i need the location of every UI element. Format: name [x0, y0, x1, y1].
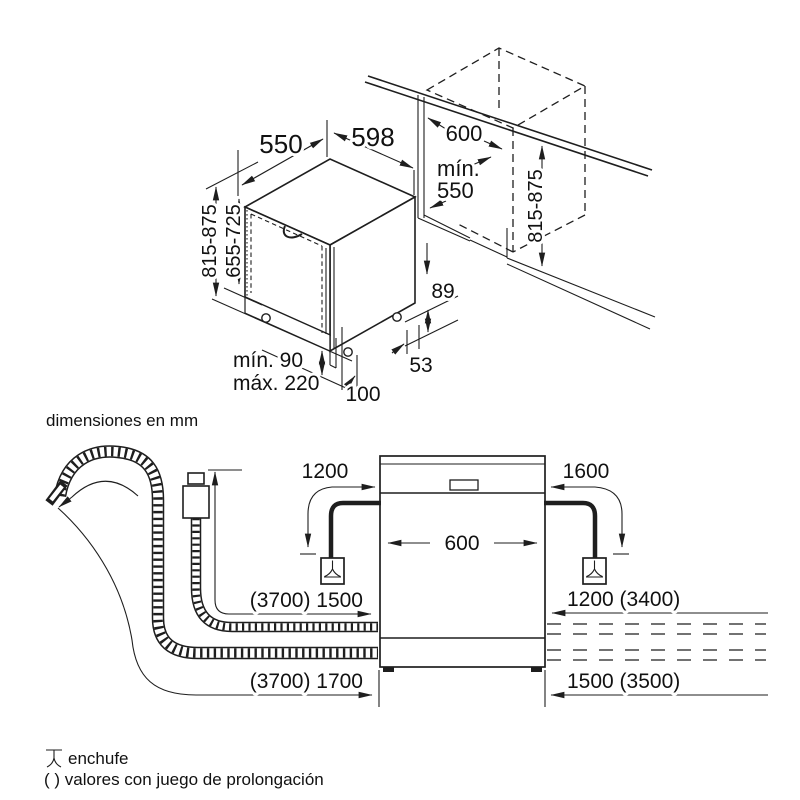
ext-diag-655-bottom — [223, 287, 263, 306]
plug-left-icon — [324, 560, 341, 578]
door-handle — [282, 225, 303, 239]
plug-legend-icon — [46, 749, 62, 768]
label-width-600: 600 — [444, 532, 479, 555]
corner-trim-strip — [329, 335, 337, 369]
label-base-gap: 89 — [431, 280, 454, 303]
drain-end-arrow — [58, 480, 139, 508]
dim-600-right-arrow — [483, 140, 503, 150]
label-supply-left: (3700) 1500 — [250, 589, 363, 612]
label-cord-right: 1600 — [563, 460, 610, 483]
dim-supply-left-line — [211, 471, 372, 618]
label-plinth-min: mín. 90 — [233, 349, 303, 372]
label-door-height: 655-725 — [223, 204, 245, 277]
aquastop-valve — [182, 485, 210, 519]
foot-front — [343, 347, 353, 357]
panel-and-door-lines — [380, 492, 545, 639]
top-labels: 550 598 600 mín. 550 815-875 655-725 815… — [196, 118, 550, 409]
label-drain-left: (3700) 1700 — [250, 670, 363, 693]
dim-min550-front-arrow — [429, 199, 447, 209]
arrow-53 — [391, 343, 405, 355]
label-supply-right: 1200 (3400) — [567, 588, 680, 611]
dim-598 — [333, 132, 414, 169]
label-niche-depth-1: mín. — [437, 156, 480, 181]
hose-view: 1200 1600 600 (3700) 1500 1200 (3400) (3… — [45, 445, 768, 707]
niche-floor-corner — [469, 228, 508, 258]
niche-side-wall — [417, 95, 471, 242]
drain-hose-cap-inner — [49, 484, 64, 502]
hose-dim-lines — [57, 469, 768, 707]
label-height-right: 815-875 — [525, 169, 547, 242]
niche-dashed-verticals — [498, 48, 586, 252]
label-niche-width: 600 — [446, 121, 483, 146]
ext-diag-top-left — [205, 161, 259, 190]
floor-line-max — [261, 349, 369, 399]
dim-drain-left-line — [57, 507, 373, 699]
dim-550 — [241, 138, 324, 186]
dim-600-left-arrow — [427, 117, 447, 130]
niche-dashed-bottom — [455, 214, 586, 253]
tap-fitting — [187, 472, 205, 485]
power-cord-left — [300, 483, 381, 585]
front-foot-left — [383, 667, 394, 672]
hose-extensions-dashed — [547, 623, 766, 661]
label-side-gap: 53 — [409, 354, 432, 377]
cord-left — [328, 500, 381, 558]
drain-hose — [45, 445, 378, 660]
label-drain-right: 1500 (3500) — [567, 670, 680, 693]
legend-plug-label: enchufe — [68, 749, 129, 768]
control-panel-display — [449, 479, 479, 491]
bottom-ext-lines — [378, 670, 546, 707]
floor-edge-right — [506, 257, 656, 330]
built-in-view: 550 598 600 mín. 550 815-875 655-725 815… — [196, 47, 656, 409]
label-height-left: 815-875 — [199, 204, 221, 277]
hose-labels: 1200 1600 600 (3700) 1500 1200 (3400) (3… — [247, 457, 684, 696]
label-plinth-max: máx. 220 — [233, 372, 319, 395]
legend-parentheses-note: ( ) valores con juego de prolongación — [44, 770, 324, 789]
arc-1600-right — [550, 483, 626, 548]
dishwasher-isometric — [243, 158, 417, 369]
door-seal-dashed — [250, 213, 323, 333]
countertop-edge-top — [367, 75, 653, 171]
floor-line-min — [211, 298, 353, 362]
power-cord-right — [544, 483, 629, 585]
label-top-depth: 550 — [259, 129, 302, 159]
top-dimensions — [205, 117, 546, 399]
dim-min550-back-arrow — [469, 156, 492, 167]
label-door-width: 598 — [351, 122, 394, 152]
dishwasher-front — [379, 455, 546, 672]
niche-dashed-top — [425, 47, 587, 129]
door-edge-lines — [325, 247, 335, 349]
countertop-edge-bottom — [364, 81, 649, 177]
foot-right — [392, 312, 402, 322]
label-foot-offset: 100 — [345, 383, 380, 406]
ext-lines-100 — [341, 327, 358, 390]
ext-lines-53 — [406, 325, 420, 354]
plug-right-icon — [586, 560, 603, 578]
ext-diag-89 — [404, 295, 459, 347]
cord-right — [544, 500, 598, 558]
legend: enchufe ( ) valores con juego de prolong… — [41, 746, 327, 792]
dishwasher-body — [379, 455, 546, 668]
drain-hose-body — [55, 446, 378, 658]
label-cord-left: 1200 — [302, 460, 349, 483]
front-foot-right — [531, 667, 542, 672]
arrow-100 — [343, 375, 356, 389]
foot-left — [261, 313, 271, 323]
units-note: dimensiones en mm — [46, 411, 198, 430]
supply-hose — [182, 472, 378, 633]
arc-1200-left — [304, 483, 376, 548]
label-niche-depth-2: 550 — [437, 178, 474, 203]
counter-niche — [364, 47, 656, 330]
supply-hose-corrugation — [192, 518, 378, 631]
